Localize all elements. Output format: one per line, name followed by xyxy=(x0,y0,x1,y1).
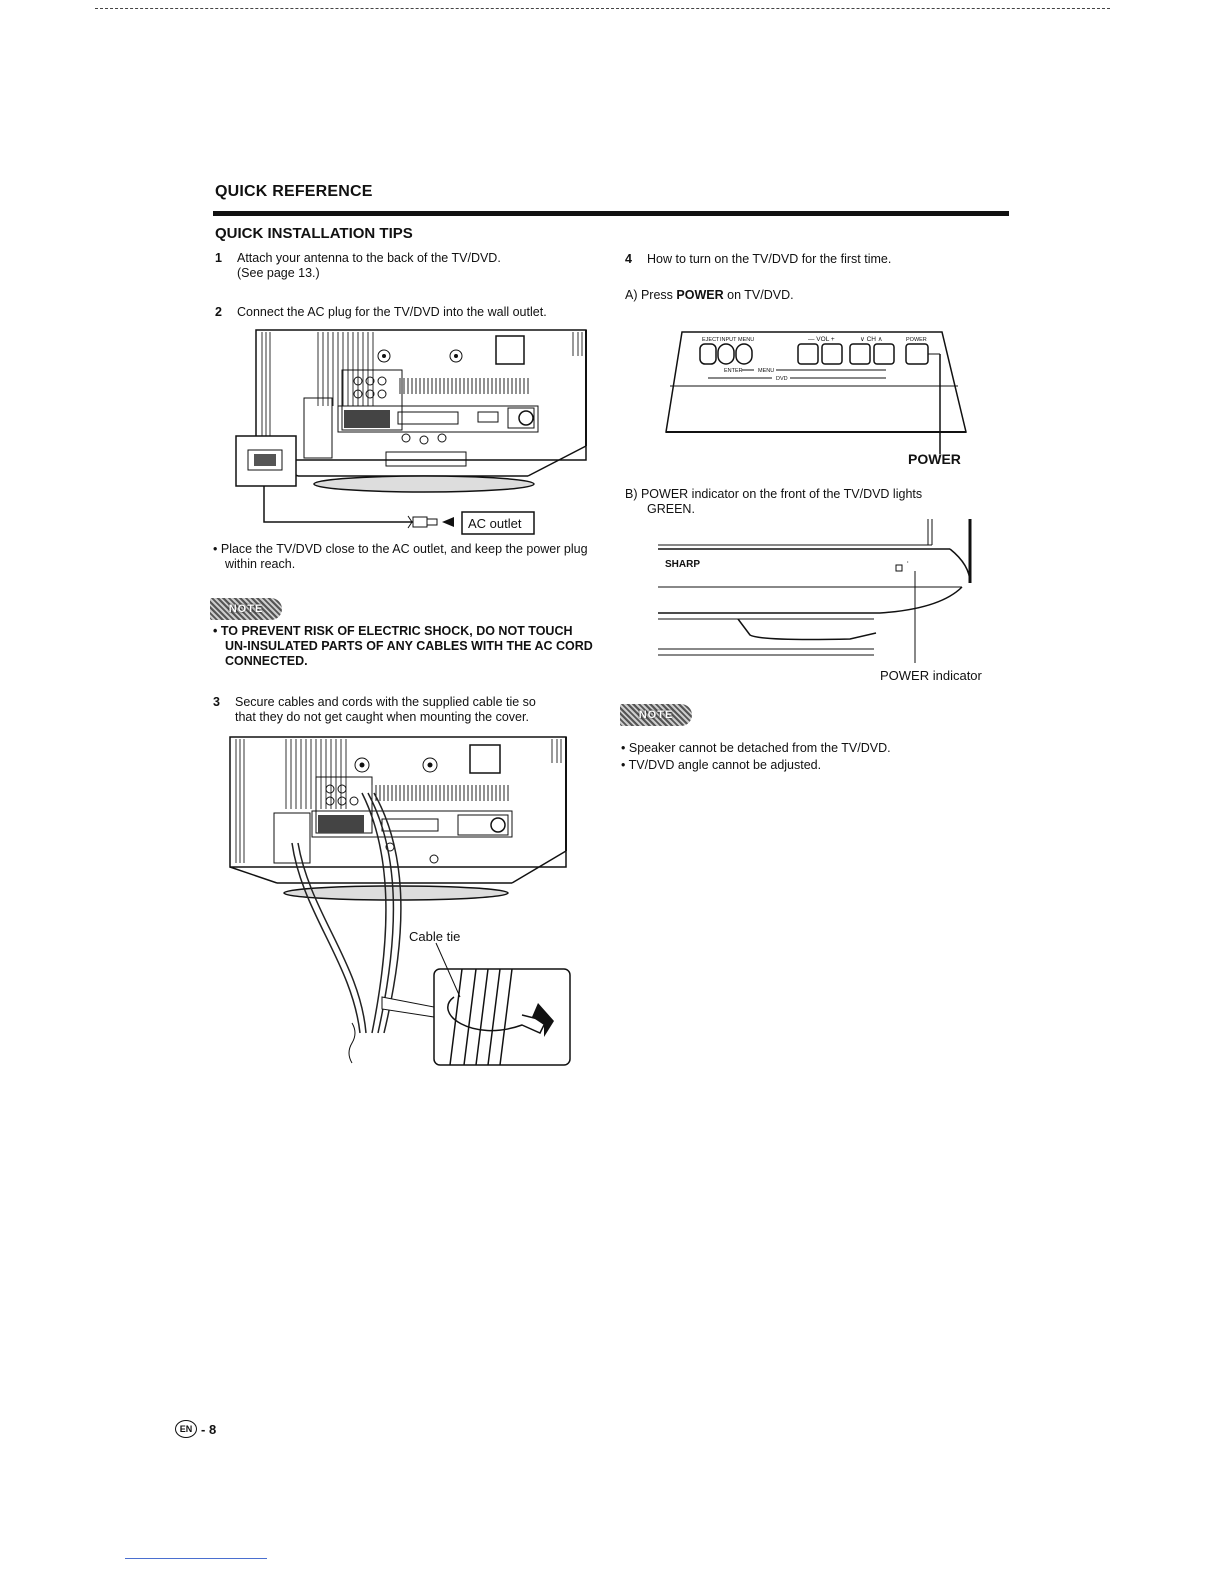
step-number: 2 xyxy=(215,305,222,319)
step-number: 3 xyxy=(213,695,220,709)
power-callout-label: POWER xyxy=(908,451,961,467)
step-3-text-line2: that they do not get caught when mountin… xyxy=(235,710,529,724)
step-3: 3 Secure cables and cords with the suppli… xyxy=(213,695,603,725)
step-2: 2 Connect the AC plug for the TV/DVD into… xyxy=(215,305,605,320)
panel-input-label: INPUT xyxy=(720,337,737,343)
power-indicator-label: POWER indicator xyxy=(880,668,982,683)
brand-logo: SHARP xyxy=(665,559,700,570)
tv-front-illustration: SHARP • xyxy=(658,519,972,663)
vol-up-button[interactable] xyxy=(821,343,843,365)
top-dashed-rule xyxy=(95,8,1110,9)
step-number: 1 xyxy=(215,251,222,265)
step-2-text: Connect the AC plug for the TV/DVD into … xyxy=(237,305,547,319)
step-a-prefix: A) Press xyxy=(625,288,677,302)
input-button[interactable] xyxy=(717,343,735,365)
note-badge: NOTE xyxy=(620,704,692,726)
step-3-text-line1: Secure cables and cords with the supplie… xyxy=(235,695,536,709)
note-angle: • TV/DVD angle cannot be adjusted. xyxy=(621,758,822,772)
panel-ch-label: ∨ CH ∧ xyxy=(860,336,883,343)
step-number: 4 xyxy=(625,252,632,266)
ch-down-button[interactable] xyxy=(849,343,871,365)
panel-vol-label: — VOL + xyxy=(808,336,835,343)
note-angle-text: TV/DVD angle cannot be adjusted. xyxy=(628,758,822,772)
step-4-text: How to turn on the TV/DVD for the first … xyxy=(647,252,892,266)
vol-down-button[interactable] xyxy=(797,343,819,365)
section-rule xyxy=(213,211,1009,216)
step-b: B) POWER indicator on the front of the T… xyxy=(625,487,1015,517)
svg-text:•: • xyxy=(907,559,909,564)
bullet-place-tv: • Place the TV/DVD close to the AC outle… xyxy=(213,542,588,571)
step-b-line2: GREEN. xyxy=(647,502,695,516)
note-speaker-text: Speaker cannot be detached from the TV/D… xyxy=(628,741,891,755)
bullet-place-tv-text: Place the TV/DVD close to the AC outlet,… xyxy=(220,542,588,571)
tv-back-ac-illustration: AC outlet xyxy=(235,329,587,535)
ch-up-button[interactable] xyxy=(873,343,895,365)
panel-menu-label: MENU xyxy=(738,337,754,343)
panel-power-label: POWER xyxy=(906,337,927,343)
step-a: A) Press POWER on TV/DVD. xyxy=(625,288,1015,303)
subsection-title: QUICK INSTALLATION TIPS xyxy=(215,225,413,242)
menu-button[interactable] xyxy=(735,343,753,365)
note-speaker: • Speaker cannot be detached from the TV… xyxy=(621,741,891,755)
warning-electric-shock: • TO PREVENT RISK OF ELECTRIC SHOCK, DO … xyxy=(213,624,593,668)
step-1-text: Attach your antenna to the back of the T… xyxy=(237,251,501,265)
step-a-power: POWER xyxy=(676,288,724,302)
step-4: 4 How to turn on the TV/DVD for the first… xyxy=(625,252,1015,267)
step-a-suffix: on TV/DVD. xyxy=(723,288,794,302)
panel-menu2-label: MENU xyxy=(758,368,774,374)
power-indicator-light xyxy=(895,564,903,572)
panel-enter-label: ENTER xyxy=(724,368,743,374)
ac-outlet-label: AC outlet xyxy=(468,516,522,531)
section-title: QUICK REFERENCE xyxy=(215,183,373,200)
power-button[interactable] xyxy=(905,343,929,365)
en-badge: EN xyxy=(175,1420,197,1438)
page-number-text: - 8 xyxy=(201,1421,217,1437)
step-b-line1: B) POWER indicator on the front of the T… xyxy=(625,487,923,501)
eject-button[interactable] xyxy=(699,343,717,365)
step-1: 1 Attach your antenna to the back of the … xyxy=(215,251,605,281)
panel-eject-label: EJECT xyxy=(702,337,720,343)
note-badge: NOTE xyxy=(210,598,282,620)
ac-outlet-box xyxy=(461,511,535,535)
cable-tie-label: Cable tie xyxy=(409,929,460,944)
panel-dvd-label: DVD xyxy=(776,376,788,382)
step-1-reference: (See page 13.) xyxy=(237,266,320,280)
tv-back-cable-tie-illustration: Cable tie xyxy=(229,736,571,1066)
page-number: EN - 8 xyxy=(175,1420,216,1438)
warning-text: TO PREVENT RISK OF ELECTRIC SHOCK, DO NO… xyxy=(220,624,593,668)
bottom-rule xyxy=(125,1558,267,1559)
control-panel-illustration: EJECT INPUT MENU — VOL + ∨ CH ∧ POWER EN… xyxy=(665,331,967,467)
